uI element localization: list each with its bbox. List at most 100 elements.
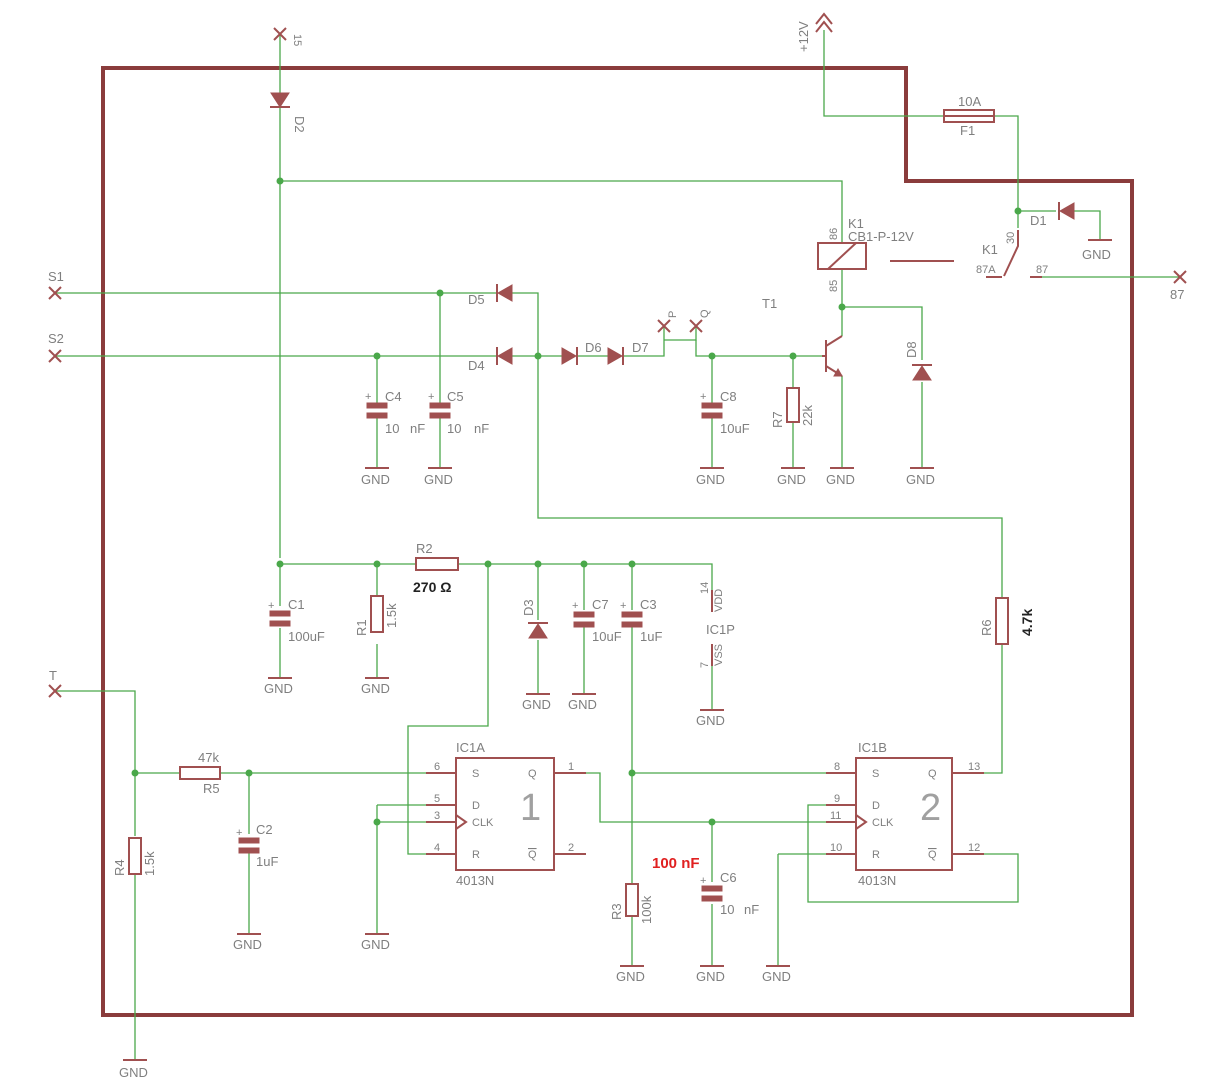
gnd-ic1p: GND [696, 713, 725, 728]
capacitor-c7 [573, 611, 595, 628]
c3-plus: + [620, 600, 626, 612]
ic1a-r: R [472, 849, 480, 861]
ic1p-pin14: 14 [699, 582, 711, 594]
ic1b-pin9: 9 [834, 793, 840, 805]
gnd-c1: GND [264, 681, 293, 696]
r4-label: R4 [112, 859, 127, 876]
terminal-12v-label: +12V [796, 21, 811, 52]
ic1b-d: D [872, 800, 880, 812]
ic1b-name: IC1B [858, 740, 887, 755]
gnd-d1: GND [1082, 247, 1111, 262]
diode-d4 [496, 347, 513, 365]
f1-label: F1 [960, 123, 975, 138]
capacitor-c4 [366, 402, 388, 419]
c5-plus: + [428, 391, 434, 403]
gnd-ic1a: GND [361, 937, 390, 952]
ic1a-d: D [472, 800, 480, 812]
ic1p-name: IC1P [706, 622, 735, 637]
ic1a-clk: CLK [472, 817, 494, 829]
resistor-r7 [786, 387, 800, 423]
r1-label: R1 [354, 619, 369, 636]
terminal-15-label: 15 [291, 34, 303, 46]
d3-label: D3 [521, 599, 536, 616]
c7-label: C7 [592, 597, 609, 612]
k1-pin87: 87 [1036, 264, 1048, 276]
ic1p-pin7: 7 [699, 662, 711, 668]
d2-label: D2 [292, 116, 307, 133]
resistor-r6 [995, 597, 1009, 645]
capacitor-c2 [238, 837, 260, 854]
ic1b-pin11: 11 [830, 810, 841, 822]
ic1b-pin12: 12 [968, 842, 980, 854]
c8-plus: + [700, 391, 706, 403]
ic1b-qbar: Q [928, 849, 937, 861]
terminal-t-label: T [49, 668, 57, 683]
diode-d7 [607, 347, 624, 365]
resistor-r3 [625, 883, 639, 917]
r4-value: 1.5k [142, 851, 157, 876]
d6-label: D6 [585, 340, 602, 355]
ic1a-name: IC1A [456, 740, 485, 755]
resistor-r1 [370, 595, 384, 633]
k1-pin30: 30 [1005, 232, 1017, 244]
c8-value: 10uF [720, 421, 750, 436]
c4-label: C4 [385, 389, 402, 404]
terminal-s1-label: S1 [48, 269, 64, 284]
terminal-p-label: P [667, 311, 679, 318]
ic1a-pin1: 1 [568, 761, 574, 773]
c5-label: C5 [447, 389, 464, 404]
c5-value-b: nF [474, 421, 489, 436]
ic1b-pin8: 8 [834, 761, 840, 773]
c1-plus: + [268, 600, 274, 612]
r6-note: 4.7k [1019, 609, 1035, 636]
gnd-d8: GND [906, 472, 935, 487]
gnd-ic1b: GND [762, 969, 791, 984]
d7-label: D7 [632, 340, 649, 355]
ic1b-q: Q [928, 768, 937, 780]
diode-d1 [1058, 202, 1075, 220]
junctions [131, 177, 1022, 826]
c6-label: C6 [720, 870, 737, 885]
k1-value: CB1-P-12V [848, 229, 914, 244]
gnd-c8: GND [696, 472, 725, 487]
gnd-t1: GND [826, 472, 855, 487]
ic1a-pin2: 2 [568, 842, 574, 854]
r6-label: R6 [979, 619, 994, 636]
c7-value: 10uF [592, 629, 622, 644]
capacitor-c6 [701, 885, 723, 902]
diode-d2 [270, 92, 290, 108]
c6-note: 100 nF [652, 855, 700, 872]
c1-value: 100uF [288, 629, 325, 644]
terminal-87-label: 87 [1170, 287, 1184, 302]
d5-label: D5 [468, 292, 485, 307]
k1-pin85: 85 [828, 280, 840, 292]
ic1a-type: 4013N [456, 873, 494, 888]
r3-value: 100k [639, 895, 654, 924]
d8-label: D8 [904, 341, 919, 358]
c6-value-a: 10 [720, 902, 734, 917]
resistor-r4 [128, 837, 142, 875]
r3-label: R3 [609, 903, 624, 920]
terminal-q-label: Q [699, 309, 711, 318]
ic1a-body [426, 757, 586, 871]
r5-label: R5 [203, 781, 220, 796]
c2-plus: + [236, 827, 242, 839]
c6-plus: + [700, 875, 706, 887]
terminal-marks [48, 12, 1187, 698]
d1-label: D1 [1030, 213, 1047, 228]
gnd-d3: GND [522, 697, 551, 712]
k1-label: K1 [848, 216, 864, 231]
capacitor-c5 [429, 402, 451, 419]
c5-value-a: 10 [447, 421, 461, 436]
ic1a-s: S [472, 768, 479, 780]
ic1a-qbar: Q [528, 849, 537, 861]
gnd-r4: GND [119, 1065, 148, 1080]
r7-value: 22k [800, 405, 815, 426]
terminal-s2-label: S2 [48, 331, 64, 346]
r2-note: 270 Ω [413, 579, 451, 595]
c4-value-b: nF [410, 421, 425, 436]
gnd-r1: GND [361, 681, 390, 696]
capacitor-c1 [269, 610, 291, 627]
ic1b-type: 4013N [858, 873, 896, 888]
